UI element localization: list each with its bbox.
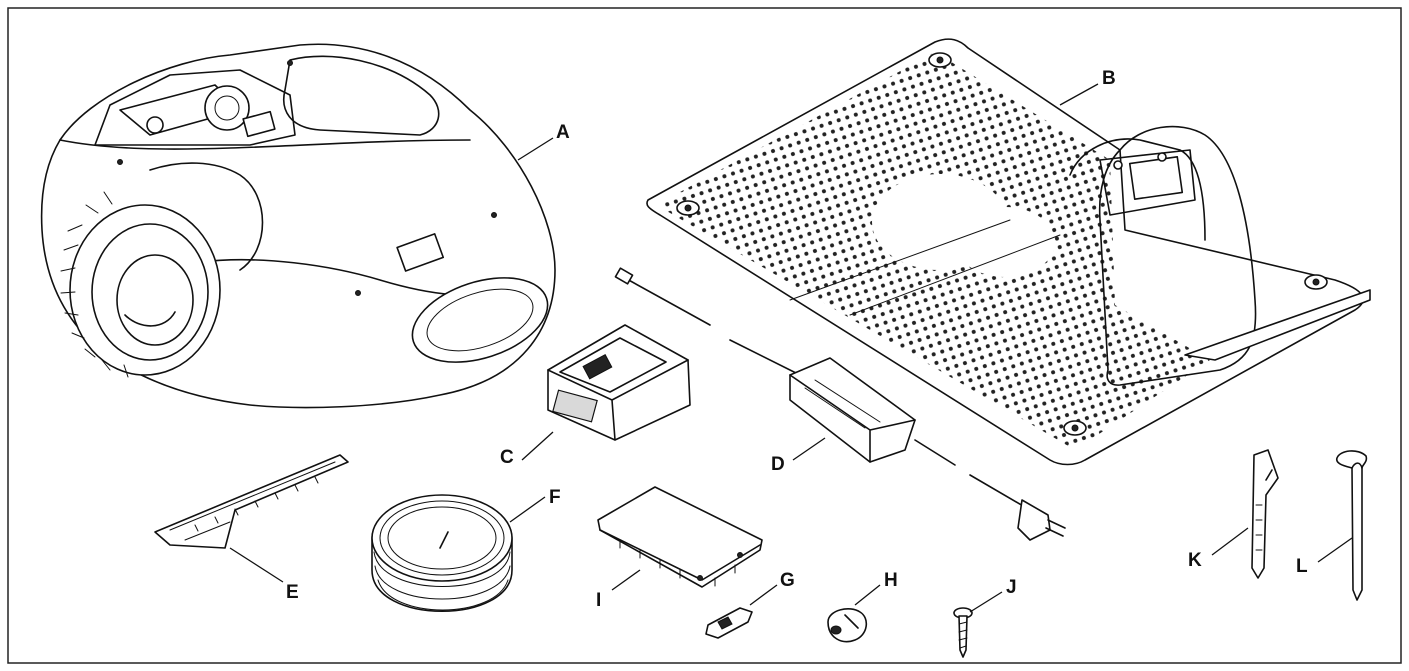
measuring-gauge [154, 454, 349, 549]
label-i: I [596, 590, 601, 611]
label-e: E [286, 582, 299, 603]
power-supply [614, 267, 1066, 541]
label-k: K [1188, 550, 1202, 571]
label-a: A [556, 122, 570, 143]
label-b: B [1102, 68, 1116, 89]
diagram-frame [7, 7, 1402, 664]
charging-station [646, 38, 1371, 466]
wire-connector [705, 607, 753, 639]
peg-l [1335, 450, 1368, 601]
peg-k [1251, 449, 1279, 579]
leader-lines [229, 83, 1353, 613]
label-c: C [500, 447, 514, 468]
label-f: F [549, 487, 561, 508]
label-l: L [1296, 556, 1308, 577]
label-d: D [771, 454, 785, 475]
label-j: J [1006, 577, 1017, 598]
wire-coupler [827, 608, 868, 643]
label-h: H [884, 570, 898, 591]
cover-plate [597, 486, 763, 588]
boundary-wire-coil [371, 494, 513, 613]
battery-pack [547, 324, 691, 441]
screw [953, 607, 973, 658]
label-g: G [780, 570, 795, 591]
robotic-mower [40, 43, 556, 409]
